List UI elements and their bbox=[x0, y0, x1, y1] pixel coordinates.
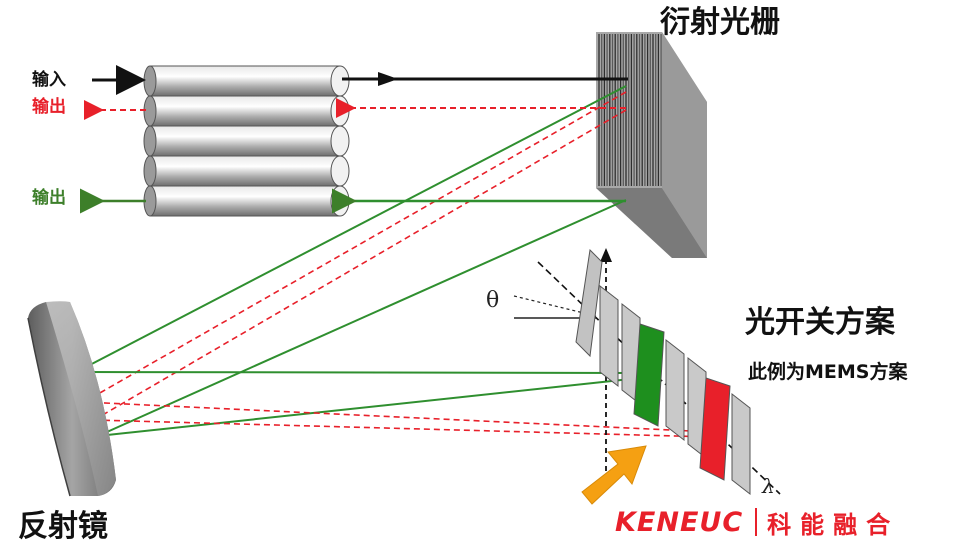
logo-english: KENEUC bbox=[615, 506, 744, 538]
grating-title: 衍射光栅 bbox=[660, 5, 780, 40]
green-beam bbox=[83, 371, 641, 374]
mems-switch bbox=[513, 248, 781, 496]
input-beam-arrow-icon bbox=[378, 72, 398, 86]
optical-switch-title: 光开关方案 bbox=[745, 305, 895, 340]
theta-tilt-line bbox=[513, 295, 597, 317]
diffraction-grating bbox=[596, 32, 707, 258]
micro-mirror bbox=[599, 284, 619, 388]
logo-chinese: 科能融合 bbox=[767, 510, 900, 539]
red-beam bbox=[83, 91, 627, 403]
micro-mirror bbox=[665, 338, 685, 442]
active-micro-mirror bbox=[699, 377, 731, 481]
red-beam bbox=[83, 401, 713, 433]
micro-mirror bbox=[731, 392, 751, 496]
mems-note: 此例为MEMS方案 bbox=[748, 361, 908, 383]
red-beam bbox=[93, 419, 713, 438]
green-beam bbox=[83, 85, 627, 369]
grating-grooves bbox=[598, 34, 662, 186]
theta-symbol: θ bbox=[486, 288, 500, 313]
mirror-title: 反射镜 bbox=[18, 509, 108, 544]
tilted-micro-mirror bbox=[575, 248, 603, 358]
output-red-label: 输出 bbox=[32, 97, 66, 117]
fiber bbox=[143, 155, 350, 187]
green-beam bbox=[97, 377, 641, 437]
orange-arrow-icon bbox=[581, 445, 647, 505]
fiber-array bbox=[143, 65, 350, 217]
fiber bbox=[143, 125, 350, 157]
input-label: 输入 bbox=[32, 70, 66, 90]
output-green-label: 输出 bbox=[32, 188, 66, 208]
concave-mirror bbox=[27, 301, 116, 497]
logo-divider bbox=[755, 508, 758, 536]
lambda-symbol: λ bbox=[762, 474, 775, 498]
keneuc-logo: KENEUC 科能融合 bbox=[615, 503, 899, 541]
fiber bbox=[143, 185, 350, 217]
red-beam bbox=[93, 109, 627, 421]
beams bbox=[83, 85, 713, 438]
io-arrows bbox=[80, 65, 628, 214]
green-beam bbox=[97, 199, 627, 437]
fiber bbox=[143, 95, 350, 127]
fiber bbox=[143, 65, 350, 97]
active-micro-mirror bbox=[633, 323, 665, 427]
highlight-arrow bbox=[581, 445, 647, 505]
normal-axis-arrow-icon bbox=[600, 248, 612, 262]
